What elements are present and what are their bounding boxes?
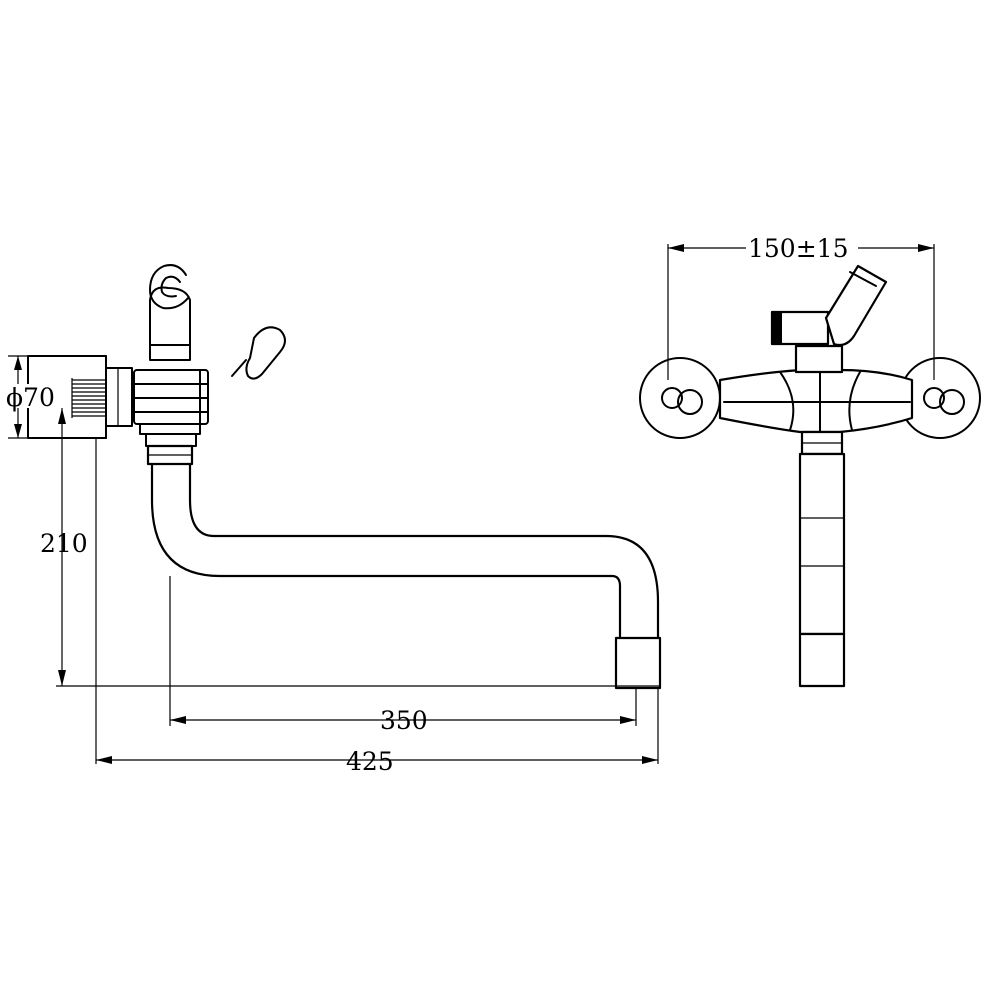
front-spout	[798, 430, 846, 688]
height-label: 210	[40, 529, 88, 558]
left-flange	[639, 357, 721, 439]
front-view: 150±15	[639, 234, 981, 688]
spout	[146, 444, 662, 690]
mixer-body	[133, 369, 209, 447]
diameter-label: ϕ70	[6, 383, 55, 412]
eccentric-connector	[105, 367, 133, 427]
spout-reach-label: 350	[380, 706, 428, 735]
total-reach-label: 425	[346, 747, 394, 776]
wall-flange	[27, 355, 107, 439]
thread-hatching	[71, 378, 106, 418]
lever-handle	[231, 326, 286, 380]
cartridge-hatching	[772, 312, 782, 344]
hook-icon	[149, 264, 189, 310]
dimensions-side: ϕ70 210 350 425	[6, 355, 660, 776]
front-body	[718, 344, 914, 434]
side-view: ϕ70 210 350 425	[6, 264, 662, 776]
centers-label: 150±15	[748, 234, 848, 263]
front-lever	[770, 264, 888, 347]
dimensions-front: 150±15	[667, 234, 935, 380]
shower-holder	[149, 264, 191, 361]
